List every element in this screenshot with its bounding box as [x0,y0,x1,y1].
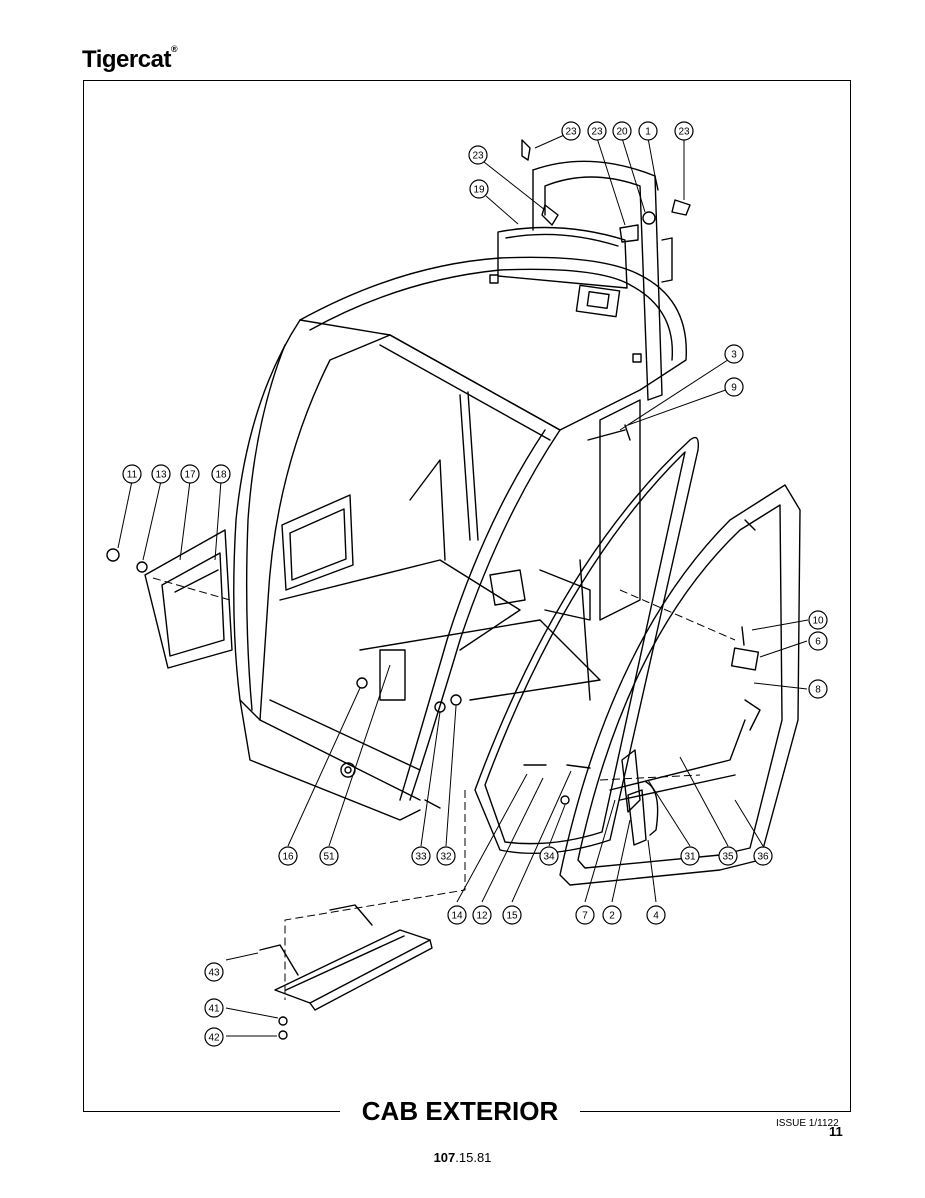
callout-label: 16 [282,852,294,863]
drawing-frame [83,80,851,1112]
callout-label: 34 [543,852,555,863]
callout-label: 23 [591,127,603,138]
callout-label: 4 [653,911,659,922]
callout-label: 42 [208,1033,220,1044]
callout-label: 12 [476,911,488,922]
doc-number-bold: 107 [433,1150,456,1165]
callout-32: 32 [436,846,456,866]
callout-23: 23 [587,121,607,141]
callout-11: 11 [122,464,142,484]
frame-bottom-left-rule [83,1111,353,1112]
cab-body [233,319,641,821]
frame-bottom-right-rule [568,1111,851,1112]
callout-4: 4 [646,905,666,925]
callout-36: 36 [753,846,773,866]
callout-label: 43 [208,968,220,979]
rear-seal-panel [497,226,628,289]
callout-20: 20 [612,121,632,141]
callout-label: 36 [757,852,769,863]
callout-51: 51 [319,846,339,866]
callout-label: 17 [184,470,196,481]
diagram-title: CAB EXTERIOR [340,1096,580,1126]
door-frame [559,484,801,886]
callout-label: 31 [684,852,696,863]
callout-18: 18 [211,464,231,484]
callout-label: 23 [565,127,577,138]
callout-31: 31 [680,846,700,866]
callout-13: 13 [151,464,171,484]
registered-mark: ® [170,44,178,54]
callout-label: 1 [645,127,651,138]
callout-label: 23 [472,151,484,162]
callout-label: 32 [440,852,452,863]
callout-23: 23 [674,121,694,141]
brand-logo: Tigercat® [82,44,178,74]
callout-33: 33 [411,846,431,866]
left-window-glass [144,529,233,669]
callout-23: 23 [561,121,581,141]
page-number: 11 [829,1124,843,1139]
alignment-lines [152,577,736,1000]
callout-label: 9 [731,383,737,394]
callout-label: 15 [506,911,518,922]
callout-16: 16 [278,846,298,866]
callout-12: 12 [472,905,492,925]
fasteners [106,139,691,1040]
callout-label: 20 [616,127,628,138]
callout-10: 10 [808,610,828,630]
issue-label: ISSUE 1/1122 [776,1118,839,1129]
callout-label: 13 [155,470,167,481]
brand-name: Tigercat [82,46,171,73]
doc-number-rest: .15.81 [455,1150,492,1165]
callout-label: 3 [731,350,737,361]
callout-8: 8 [808,679,828,699]
callout-1: 1 [638,121,658,141]
cab-step [259,904,433,1011]
cab-roof [299,256,687,431]
callout-15: 15 [502,905,522,925]
callout-14: 14 [447,905,467,925]
callout-label: 2 [609,911,615,922]
callout-label: 6 [815,637,821,648]
callout-bubbles: 23 23 20 1 23 23 19 3 9 11 13 17 18 10 6 8 16 51 33 32 34 31 3… [122,121,828,1047]
callout-label: 7 [582,911,588,922]
callout-label: 18 [215,470,227,481]
callout-label: 35 [722,852,734,863]
callout-34: 34 [539,846,559,866]
callout-17: 17 [180,464,200,484]
callout-label: 14 [451,911,463,922]
callout-19: 19 [469,179,489,199]
callout-9: 9 [724,377,744,397]
callout-label: 19 [473,185,485,196]
callout-3: 3 [724,344,744,364]
callout-6: 6 [808,631,828,651]
callout-label: 41 [208,1004,220,1015]
callout-label: 51 [323,852,335,863]
document-number: 107.15.81 [0,1150,925,1165]
callout-label: 23 [678,127,690,138]
callout-label: 10 [812,616,824,627]
callout-43: 43 [204,962,224,982]
callout-7: 7 [575,905,595,925]
callout-23: 23 [468,145,488,165]
callout-label: 33 [415,852,427,863]
callout-2: 2 [602,905,622,925]
callout-label: 11 [127,470,138,481]
callout-label: 8 [815,685,821,696]
callout-42: 42 [204,1027,224,1047]
leader-lines [117,131,809,1037]
callout-41: 41 [204,998,224,1018]
callout-35: 35 [718,846,738,866]
door-latch [523,626,760,846]
